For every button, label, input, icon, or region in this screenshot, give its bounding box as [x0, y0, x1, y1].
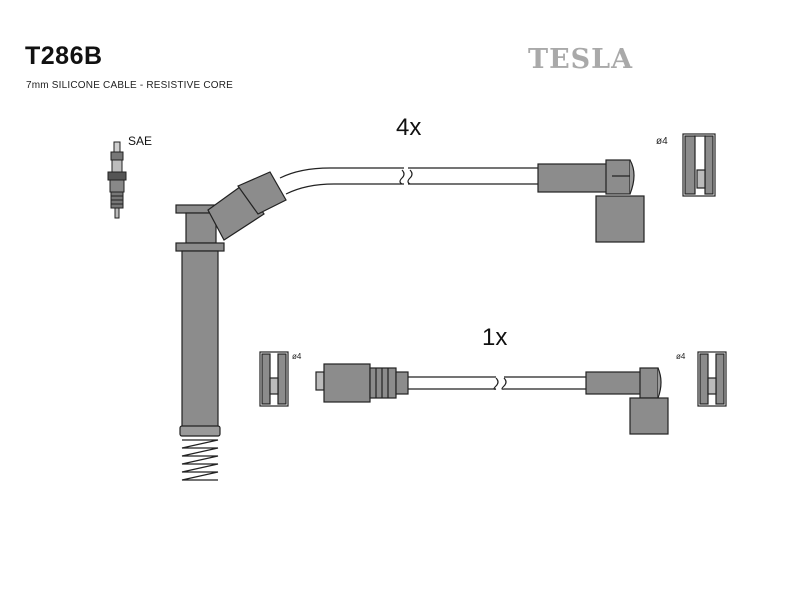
long-cable-icon	[279, 167, 540, 195]
long-right-angle-terminal-icon	[537, 159, 645, 243]
terminal-diameter-label: ø4	[656, 136, 668, 147]
terminal-diameter-label: ø4	[292, 352, 302, 361]
terminal-detail-left-icon	[259, 351, 289, 407]
short-right-angle-terminal-icon	[585, 367, 669, 435]
terminal-detail-icon	[682, 133, 716, 197]
short-lead-quantity: 1x	[482, 324, 508, 351]
spark-plug-icon	[107, 141, 127, 219]
short-straight-boot-icon	[315, 363, 409, 403]
terminal-detail-right-icon	[697, 351, 727, 407]
terminal-diameter-label: ø4	[676, 352, 686, 361]
spark-plug-label: SAE	[128, 134, 153, 148]
long-boot-icon	[175, 171, 287, 481]
cable-description: 7mm SILICONE CABLE - RESISTIVE CORE	[26, 80, 234, 91]
brand-logo: TESLA	[528, 44, 634, 75]
product-code: T286B	[25, 42, 103, 70]
short-cable-icon	[408, 376, 588, 390]
long-lead-quantity: 4x	[396, 114, 422, 141]
